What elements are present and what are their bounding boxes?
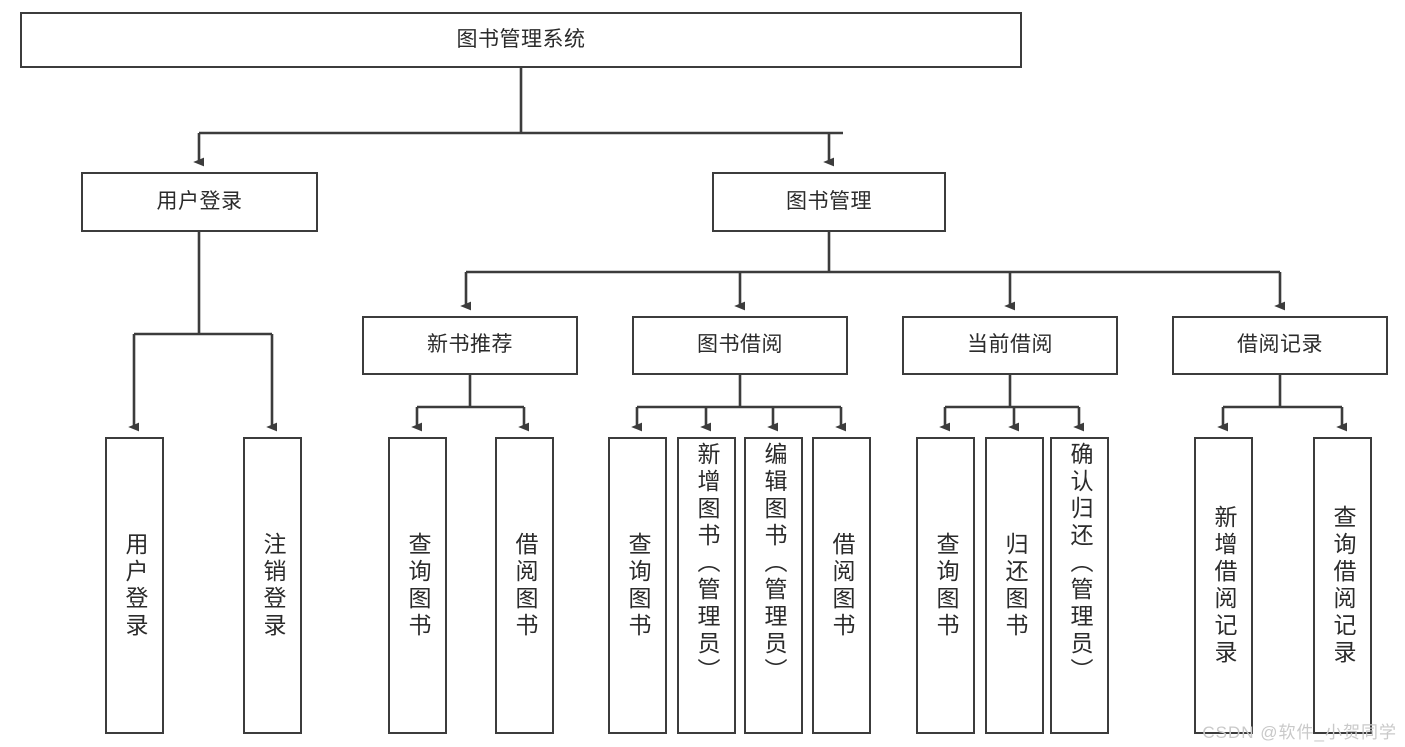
node-label: 查询借阅记录 [1330,504,1356,667]
node-current-borrow[interactable]: 当前借阅 [902,316,1118,375]
leaf-record-add-borrow-record[interactable]: 新增借阅记录 [1194,437,1253,734]
node-label: 新增借阅记录 [1211,504,1237,667]
leaf-current-confirm-return-admin[interactable]: 确认归还（管理员） [1050,437,1109,734]
node-borrow-record[interactable]: 借阅记录 [1172,316,1388,375]
node-label: 图书借阅 [697,333,783,357]
node-label: 确认归还（管理员） [1067,442,1093,685]
watermark: CSDN @软件_小贺同学 [1202,723,1397,742]
leaf-borrow-borrow-book[interactable]: 借阅图书 [812,437,871,734]
leaf-borrow-edit-book-admin[interactable]: 编辑图书（管理员） [744,437,803,734]
leaf-user-logout[interactable]: 注销登录 [243,437,302,734]
node-label: 借阅图书 [512,531,538,640]
node-book-borrow[interactable]: 图书借阅 [632,316,848,375]
node-label: 查询图书 [625,531,651,640]
node-label: 编辑图书（管理员） [761,442,787,685]
leaf-current-query-book[interactable]: 查询图书 [916,437,975,734]
leaf-borrow-add-book-admin[interactable]: 新增图书（管理员） [677,437,736,734]
node-new-book-recommend[interactable]: 新书推荐 [362,316,578,375]
node-label: 用户登录 [122,531,148,640]
leaf-user-login[interactable]: 用户登录 [105,437,164,734]
node-label: 借阅图书 [829,531,855,640]
leaf-current-return-book[interactable]: 归还图书 [985,437,1044,734]
leaf-record-query-borrow-record[interactable]: 查询借阅记录 [1313,437,1372,734]
node-label: 新增图书（管理员） [694,442,720,685]
node-user-login[interactable]: 用户登录 [81,172,318,232]
node-label: 用户登录 [156,189,243,213]
node-book-management[interactable]: 图书管理 [712,172,946,232]
node-label: 查询图书 [405,531,431,640]
node-label: 当前借阅 [967,333,1053,357]
node-label: 查询图书 [933,531,959,640]
node-label: 图书管理系统 [456,27,586,51]
leaf-recommend-query-book[interactable]: 查询图书 [388,437,447,734]
node-label: 注销登录 [260,531,286,640]
node-label: 归还图书 [1002,531,1028,640]
node-label: 新书推荐 [427,333,513,357]
leaf-borrow-query-book[interactable]: 查询图书 [608,437,667,734]
leaf-recommend-borrow-book[interactable]: 借阅图书 [495,437,554,734]
node-root-book-management-system[interactable]: 图书管理系统 [20,12,1022,68]
node-label: 图书管理 [786,189,872,213]
node-label: 借阅记录 [1237,333,1323,357]
